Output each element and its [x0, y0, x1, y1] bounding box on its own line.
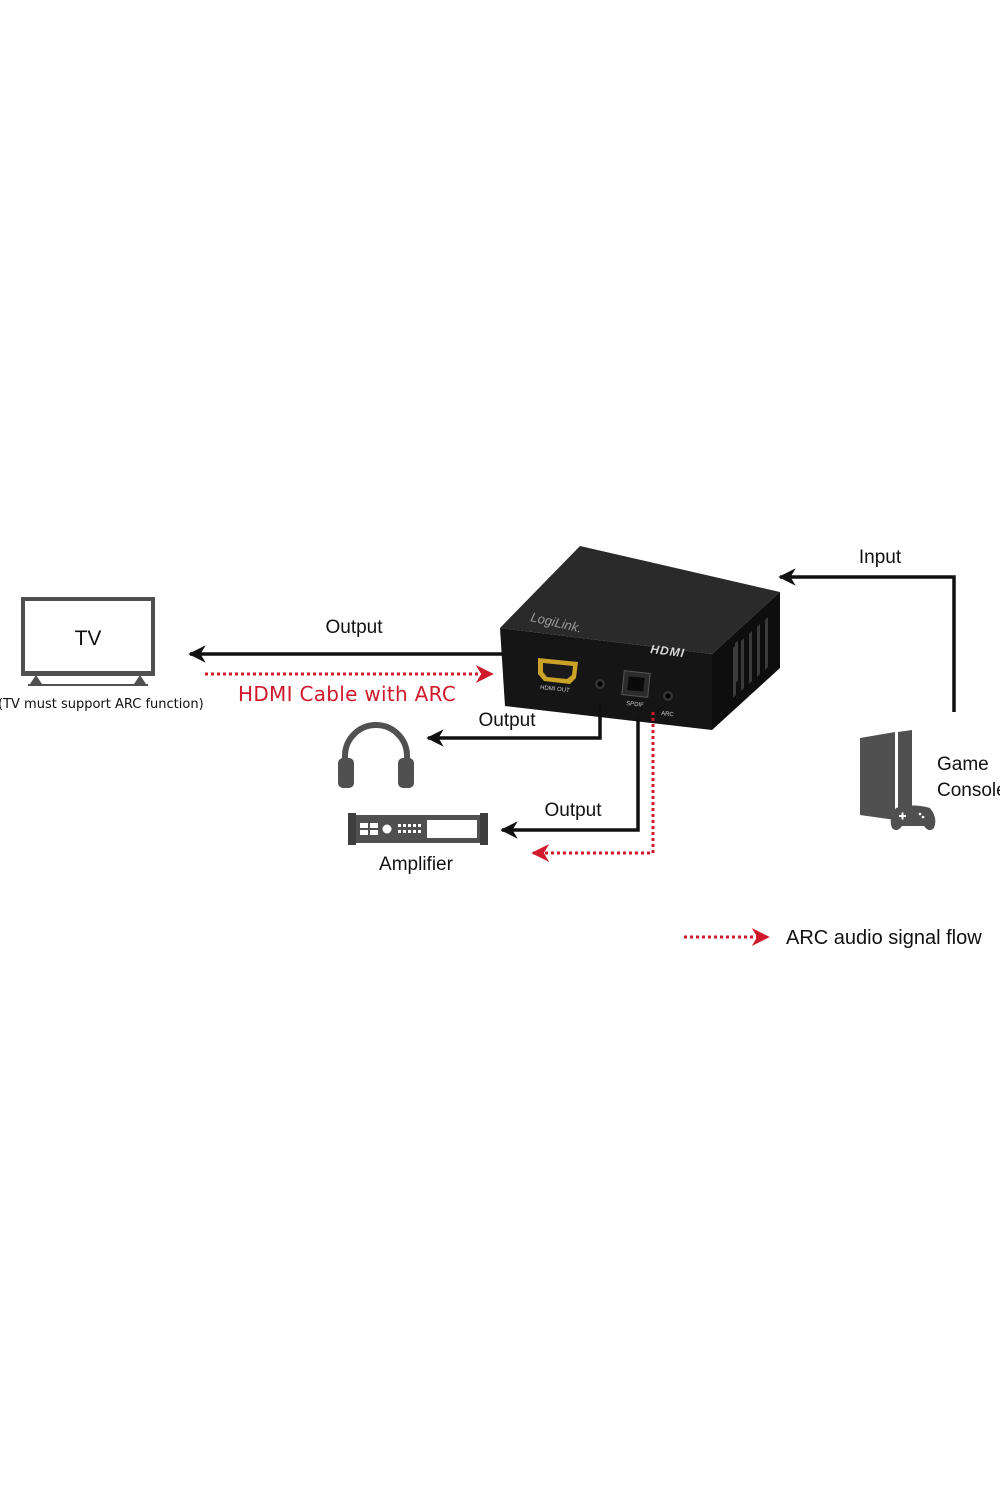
hdmi-cable-arc-label: HDMI Cable with ARC — [238, 682, 456, 706]
tv-label: TV — [75, 627, 102, 650]
amplifier-label: Amplifier — [379, 854, 454, 875]
legend: ARC audio signal flow — [684, 927, 982, 949]
legend-arc-label: ARC audio signal flow — [786, 927, 982, 949]
port-arc-label: ARC — [661, 711, 675, 718]
port-spdif-label: SPDIF — [626, 701, 645, 709]
game-console-icon — [860, 730, 912, 820]
amplifier-icon — [348, 813, 488, 845]
tv-output-label: Output — [325, 617, 383, 638]
tv-arc-note: (TV must support ARC function) — [0, 697, 204, 712]
console-input-line — [778, 568, 956, 712]
amplifier-output-line — [500, 716, 640, 839]
tv-icon — [21, 597, 155, 686]
headphones-icon — [338, 722, 414, 788]
hdmi-out-port — [538, 658, 578, 684]
spdif-port — [621, 670, 651, 698]
headphones-output-label: Output — [478, 710, 536, 731]
game-console-label-line2: Console — [937, 780, 1000, 801]
game-console-label-line1: Game — [937, 754, 989, 775]
arc-jack — [663, 691, 673, 701]
headphones-output-line — [426, 704, 602, 747]
input-label: Input — [859, 547, 902, 568]
device-hdmi-logo: HDMI — [650, 642, 686, 660]
gamepad-icon — [890, 805, 936, 831]
headphone-jack — [595, 679, 605, 689]
port-hdmi-out-label: HDMI OUT — [540, 685, 570, 694]
arc-amplifier-line — [531, 712, 655, 862]
amplifier-output-label: Output — [544, 800, 602, 821]
hdmi-audio-extractor: LogiLink. HDMI HDMI OUT SPDIF ARC — [500, 546, 780, 730]
